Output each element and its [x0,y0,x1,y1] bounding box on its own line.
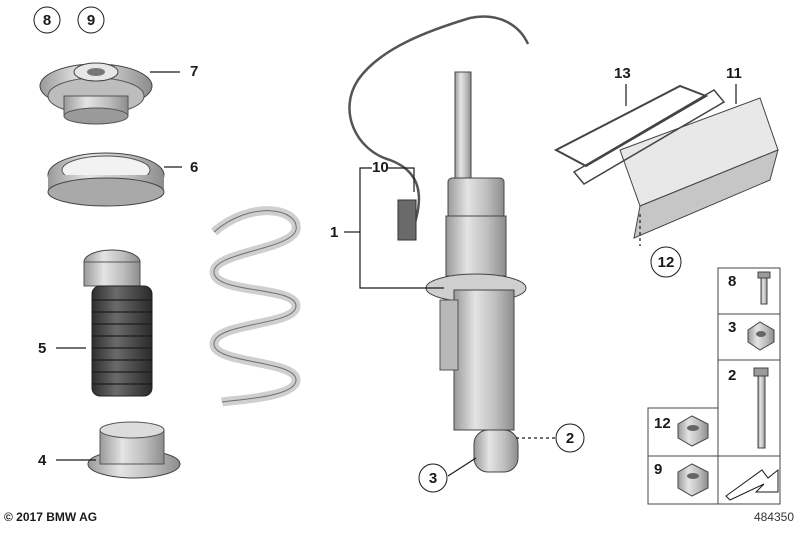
callout-2: 2 [555,423,585,453]
spring-pad-part [87,421,181,479]
callout-11: 11 [726,65,742,82]
callout-12: 12 [650,246,682,278]
callout-8: 8 [33,6,61,34]
protection-boot-part [83,249,153,397]
legend-label-3: 3 [728,319,736,336]
svg-text:3: 3 [429,470,437,487]
legend-label-12: 12 [654,415,671,432]
legend-label-9: 9 [654,461,662,478]
sensor-connector [397,199,417,241]
diagram-id: 484350 [753,510,794,524]
callout-5: 5 [38,340,46,357]
copyright-text: © 2017 BMW AG [4,510,98,524]
shock-absorber-part [425,71,527,473]
legend-label-2: 2 [728,367,736,384]
nut-3-icon [747,321,775,351]
svg-text:9: 9 [87,12,95,29]
callout-4: 4 [38,452,47,469]
callout-7: 7 [190,63,198,80]
control-unit-part [553,84,779,239]
top-mount-part [39,62,153,125]
nut-12-icon [677,415,709,447]
coil-spring-part [209,206,301,407]
legend-label-8: 8 [728,273,736,290]
svg-text:8: 8 [43,12,51,29]
svg-text:2: 2 [566,430,574,447]
hardware-legend [647,267,781,505]
callout-13: 13 [614,65,631,82]
callout-1: 1 [330,224,338,241]
bolt-8-icon [757,271,771,305]
callout-6: 6 [190,159,198,176]
nut-9-icon [677,463,709,497]
svg-text:12: 12 [658,254,675,271]
bolt-2-icon [753,367,769,449]
callout-10: 10 [372,159,389,176]
bearing-ring-part [47,152,165,207]
arrow-logo-icon [725,468,779,501]
callout-3: 3 [418,463,448,493]
callout-9: 9 [77,6,105,34]
